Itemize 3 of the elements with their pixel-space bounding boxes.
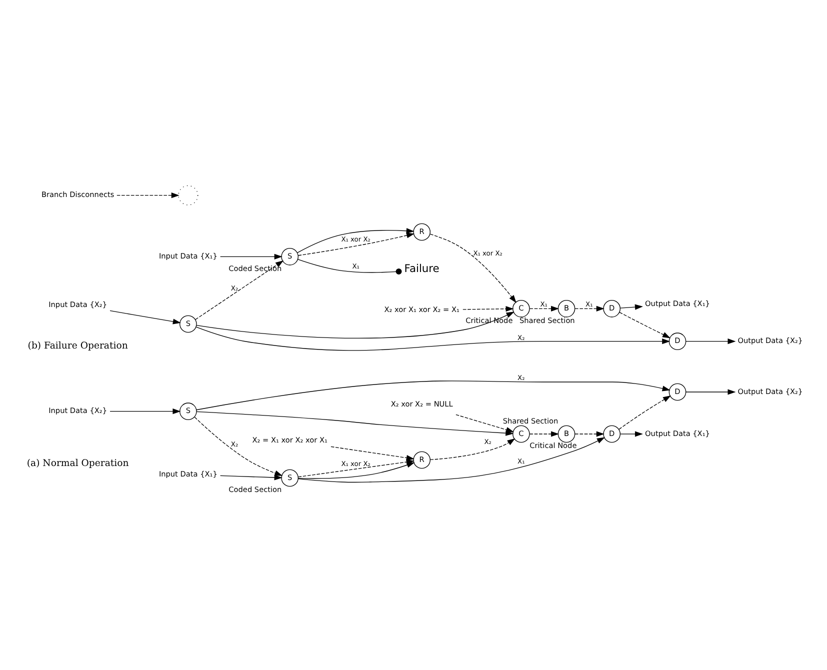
node-text: Failure — [404, 262, 440, 275]
label: (a) Normal Operation — [26, 458, 129, 469]
label: (b) Failure Operation — [28, 340, 128, 352]
